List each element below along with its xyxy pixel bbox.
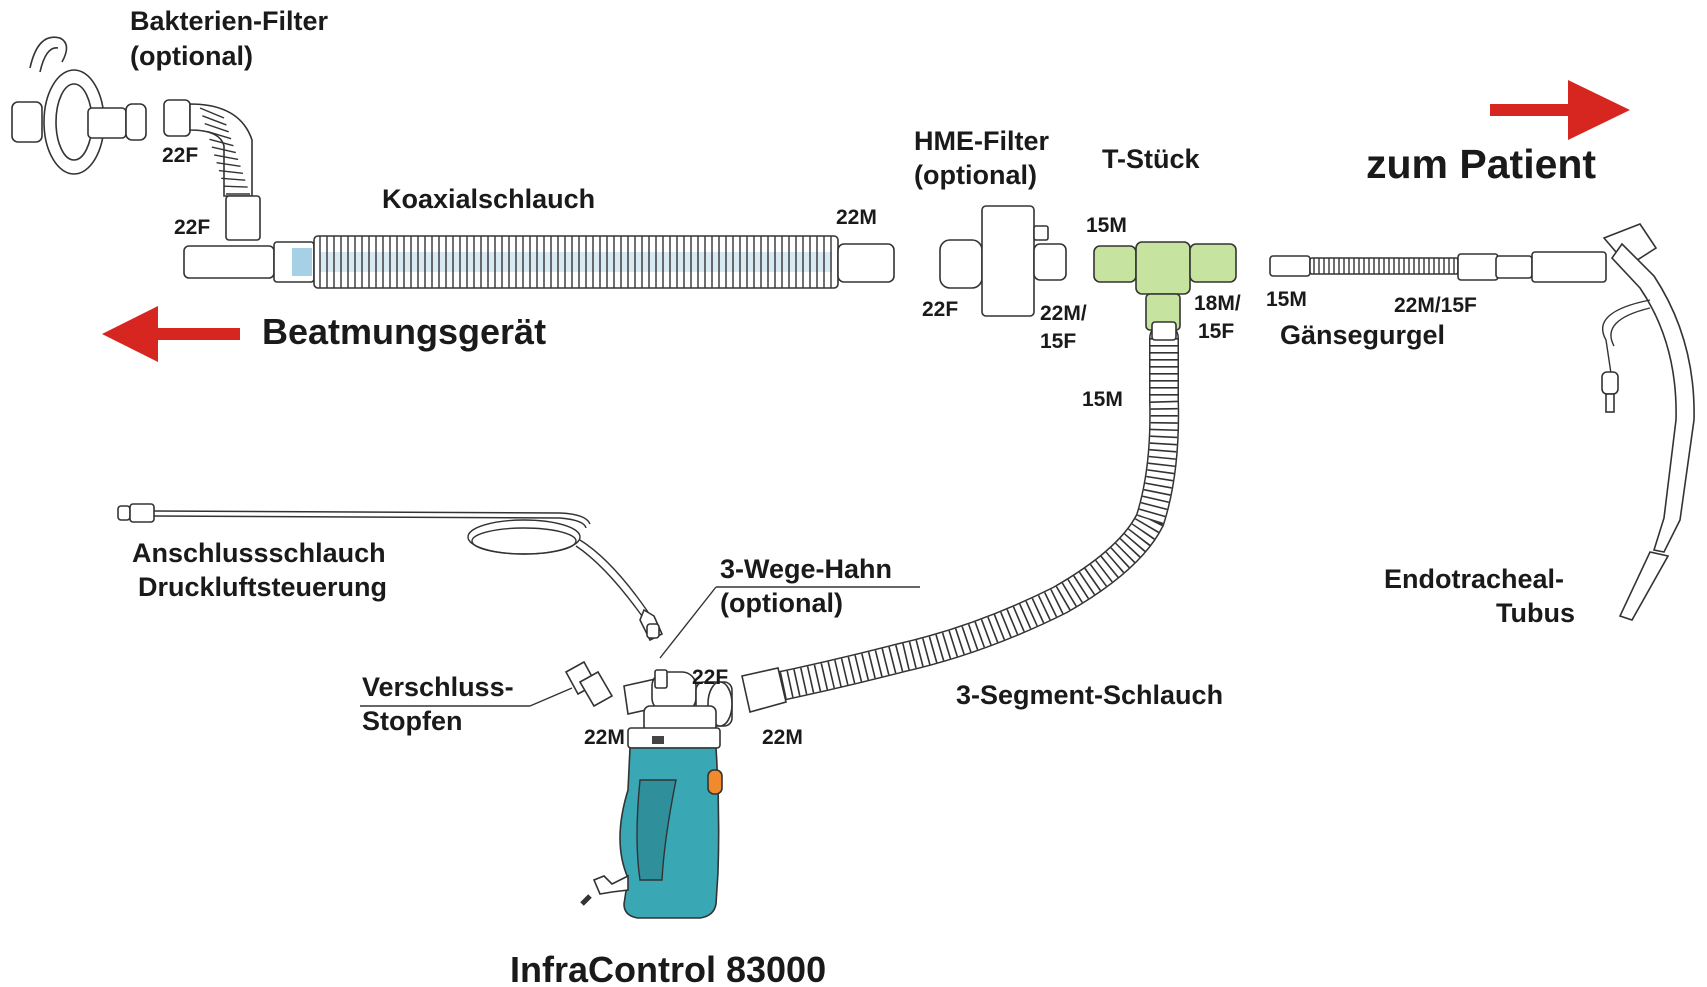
sealing-plug — [566, 662, 612, 706]
conn-hme-22m-line2: 15F — [1040, 330, 1076, 353]
label-3-segment-schlauch: 3-Segment-Schlauch — [956, 680, 1223, 710]
label-bakterien-filter-1: Bakterien-Filter — [130, 6, 329, 36]
conn-device-22m: 22M — [584, 726, 625, 749]
arrow-to-patient — [1490, 80, 1630, 140]
label-hme-filter-1: HME-Filter — [914, 126, 1049, 156]
conn-tee-15m: 15M — [1086, 214, 1127, 237]
conn-hme-22m-line1: 22M/ — [1040, 302, 1087, 325]
arrow-to-ventilator — [102, 306, 240, 362]
hose-rib — [224, 186, 248, 187]
endotracheal-tube — [1496, 224, 1694, 620]
label-zum-patient: zum Patient — [1366, 141, 1596, 187]
three-segment-hose — [742, 322, 1176, 712]
label-3-wege-hahn-2: (optional) — [720, 588, 843, 618]
label-gaensegurgel: Gänsegurgel — [1280, 320, 1445, 350]
label-koaxialschlauch: Koaxialschlauch — [382, 184, 595, 214]
conn-goose-15m: 15M — [1266, 288, 1307, 311]
conn-segment-22m: 22M — [762, 726, 803, 749]
hme-filter — [940, 206, 1066, 316]
label-anschlussschlauch-1: Anschlussschlauch — [132, 538, 386, 568]
label-anschlussschlauch-2: Druckluftsteuerung — [138, 572, 387, 602]
label-t-stueck: T-Stück — [1102, 144, 1201, 174]
t-piece — [1094, 242, 1236, 330]
label-beatmungsgeraet: Beatmungsgerät — [262, 311, 546, 352]
conn-goose-22m-15f: 22M/15F — [1394, 294, 1477, 317]
label-verschluss-2: Stopfen — [362, 706, 463, 736]
leader-valve — [660, 587, 716, 658]
conn-coax-tee-22f: 22F — [174, 216, 210, 239]
label-verschluss-1: Verschluss- — [362, 672, 514, 702]
conn-tee-bottom-15m: 15M — [1082, 388, 1123, 411]
label-endotracheal-2: Tubus — [1496, 598, 1575, 628]
conn-tee-18m-line1: 18M/ — [1194, 292, 1241, 315]
label-endotracheal-1: Endotracheal- — [1384, 564, 1564, 594]
label-infracontrol: InfraControl 83000 — [510, 949, 826, 987]
label-hme-filter-2: (optional) — [914, 160, 1037, 190]
conn-tee-18m-line2: 15F — [1198, 320, 1234, 343]
conn-hme-22f: 22F — [922, 298, 958, 321]
label-3-wege-hahn-1: 3-Wege-Hahn — [720, 554, 892, 584]
infracontrol-device — [582, 670, 732, 918]
conn-device-22f: 22F — [692, 666, 728, 689]
bacteria-filter — [12, 37, 146, 174]
conn-filter-22f: 22F — [162, 144, 198, 167]
conn-coax-end-22m: 22M — [836, 206, 877, 229]
gooseneck-tube — [1270, 254, 1498, 280]
leader-plug — [530, 688, 572, 706]
label-bakterien-filter-2: (optional) — [130, 41, 253, 71]
